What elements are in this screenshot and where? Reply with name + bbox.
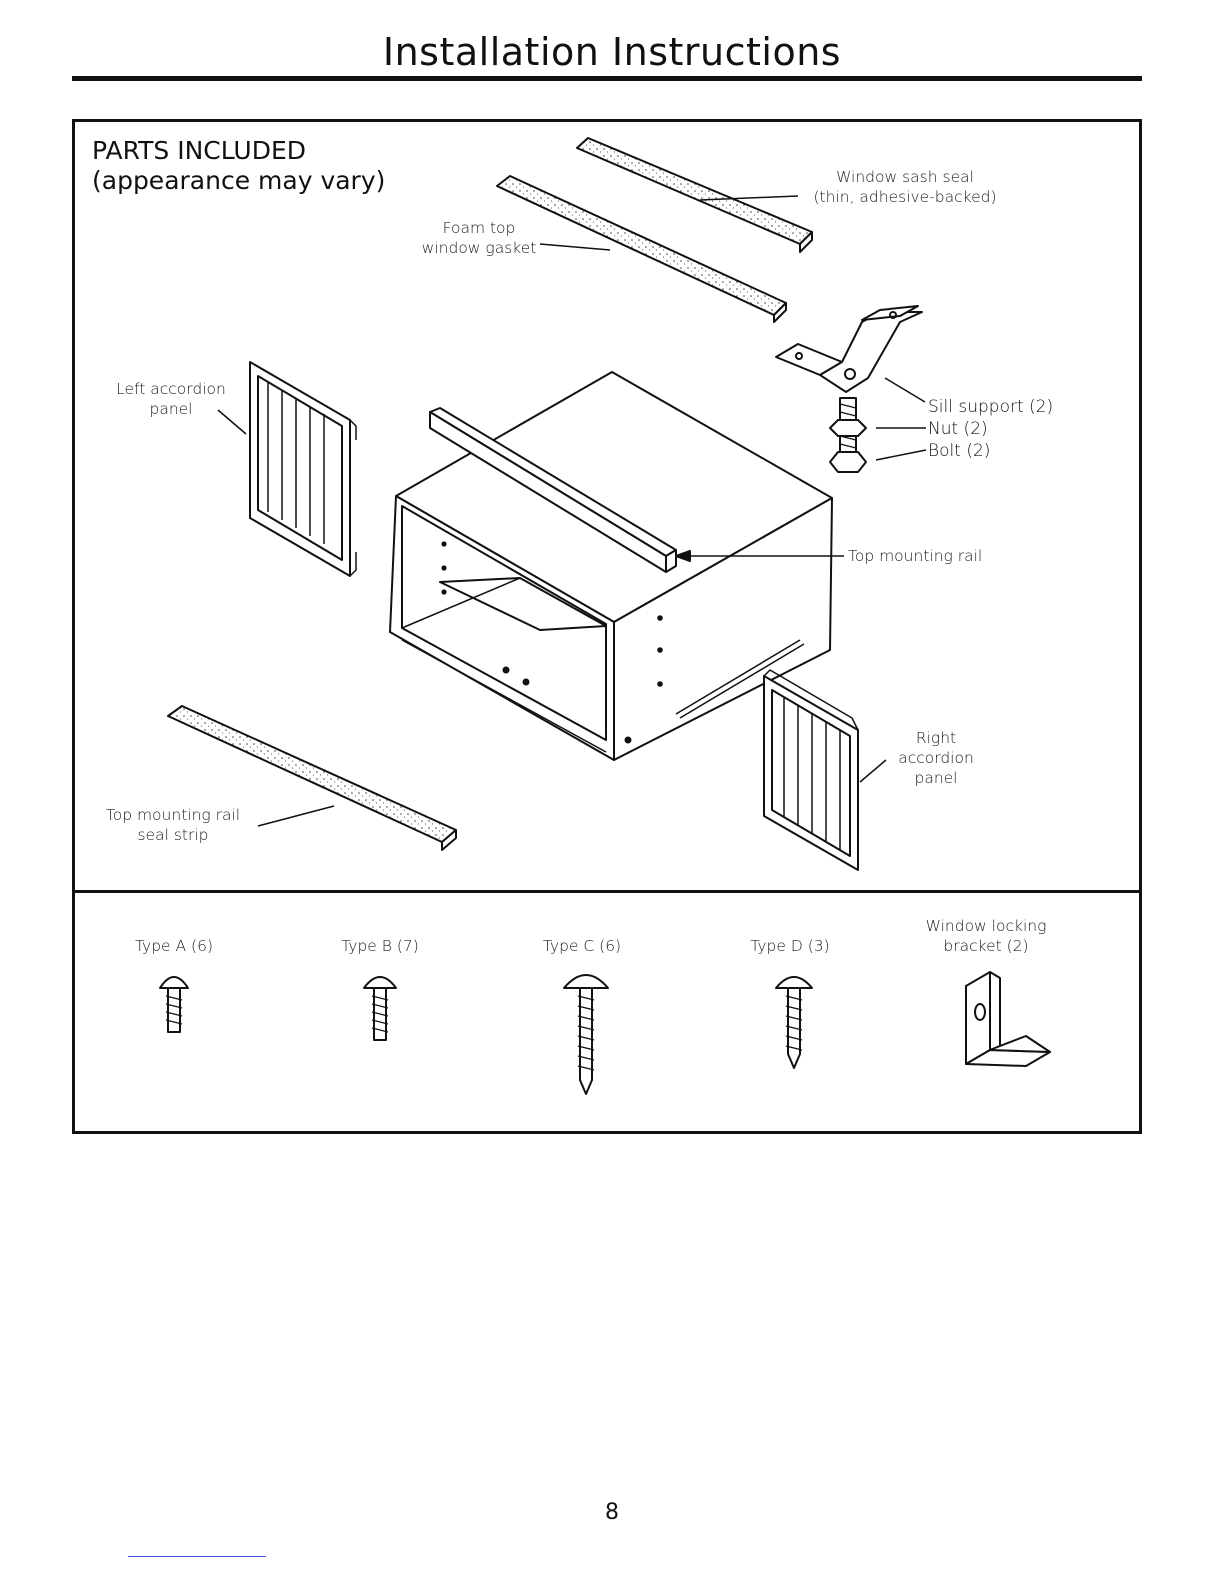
type-d-label: Type D (3) (750, 937, 830, 955)
window-sash-seal-part (576, 137, 813, 253)
footer-link-rule (128, 1556, 266, 1557)
type-a-label: Type A (6) (134, 937, 213, 955)
parts-subheading: (appearance may vary) (92, 166, 386, 195)
type-b-screw-icon (363, 976, 397, 1041)
bolt-nut-part (829, 397, 927, 473)
page-number: 8 (605, 1500, 619, 1525)
seal-strip-label: Top mounting rail seal strip (105, 806, 241, 844)
type-c-label: Type C (6) (542, 937, 622, 955)
right-accordion-panel-part (763, 669, 887, 871)
section-divider (72, 890, 1142, 893)
parts-heading: PARTS INCLUDED (92, 136, 307, 165)
type-c-screw-icon (563, 974, 609, 1095)
parts-frame (72, 119, 1142, 1134)
type-a-screw-icon (159, 976, 189, 1033)
foam-gasket-part (496, 175, 787, 323)
top-mounting-rail-label: Top mounting rail (848, 547, 983, 565)
left-accordion-panel-part (217, 361, 357, 577)
sill-support-label: Sill support (2) (928, 397, 1054, 417)
page-title: Installation Instructions (382, 30, 842, 74)
sill-support-part (775, 305, 926, 403)
window-sash-seal-label: Window sash seal (thin, adhesive-backed) (813, 168, 997, 206)
bolt-label: Bolt (2) (928, 441, 991, 461)
foam-gasket-label: Foam top window gasket (421, 219, 537, 257)
window-locking-bracket-icon (965, 971, 1051, 1067)
right-accordion-panel-label: Right accordion panel (898, 729, 974, 787)
window-locking-bracket-label: Window locking bracket (2) (925, 917, 1047, 955)
seal-strip-part (167, 705, 457, 851)
type-d-screw-icon (775, 976, 813, 1069)
left-accordion-panel-label: Left accordion panel (116, 380, 226, 418)
cabinet-sleeve-part (389, 371, 833, 761)
type-b-label: Type B (7) (341, 937, 419, 955)
nut-label: Nut (2) (928, 419, 988, 439)
title-rule (72, 76, 1142, 81)
top-mounting-rail-part (429, 407, 844, 573)
